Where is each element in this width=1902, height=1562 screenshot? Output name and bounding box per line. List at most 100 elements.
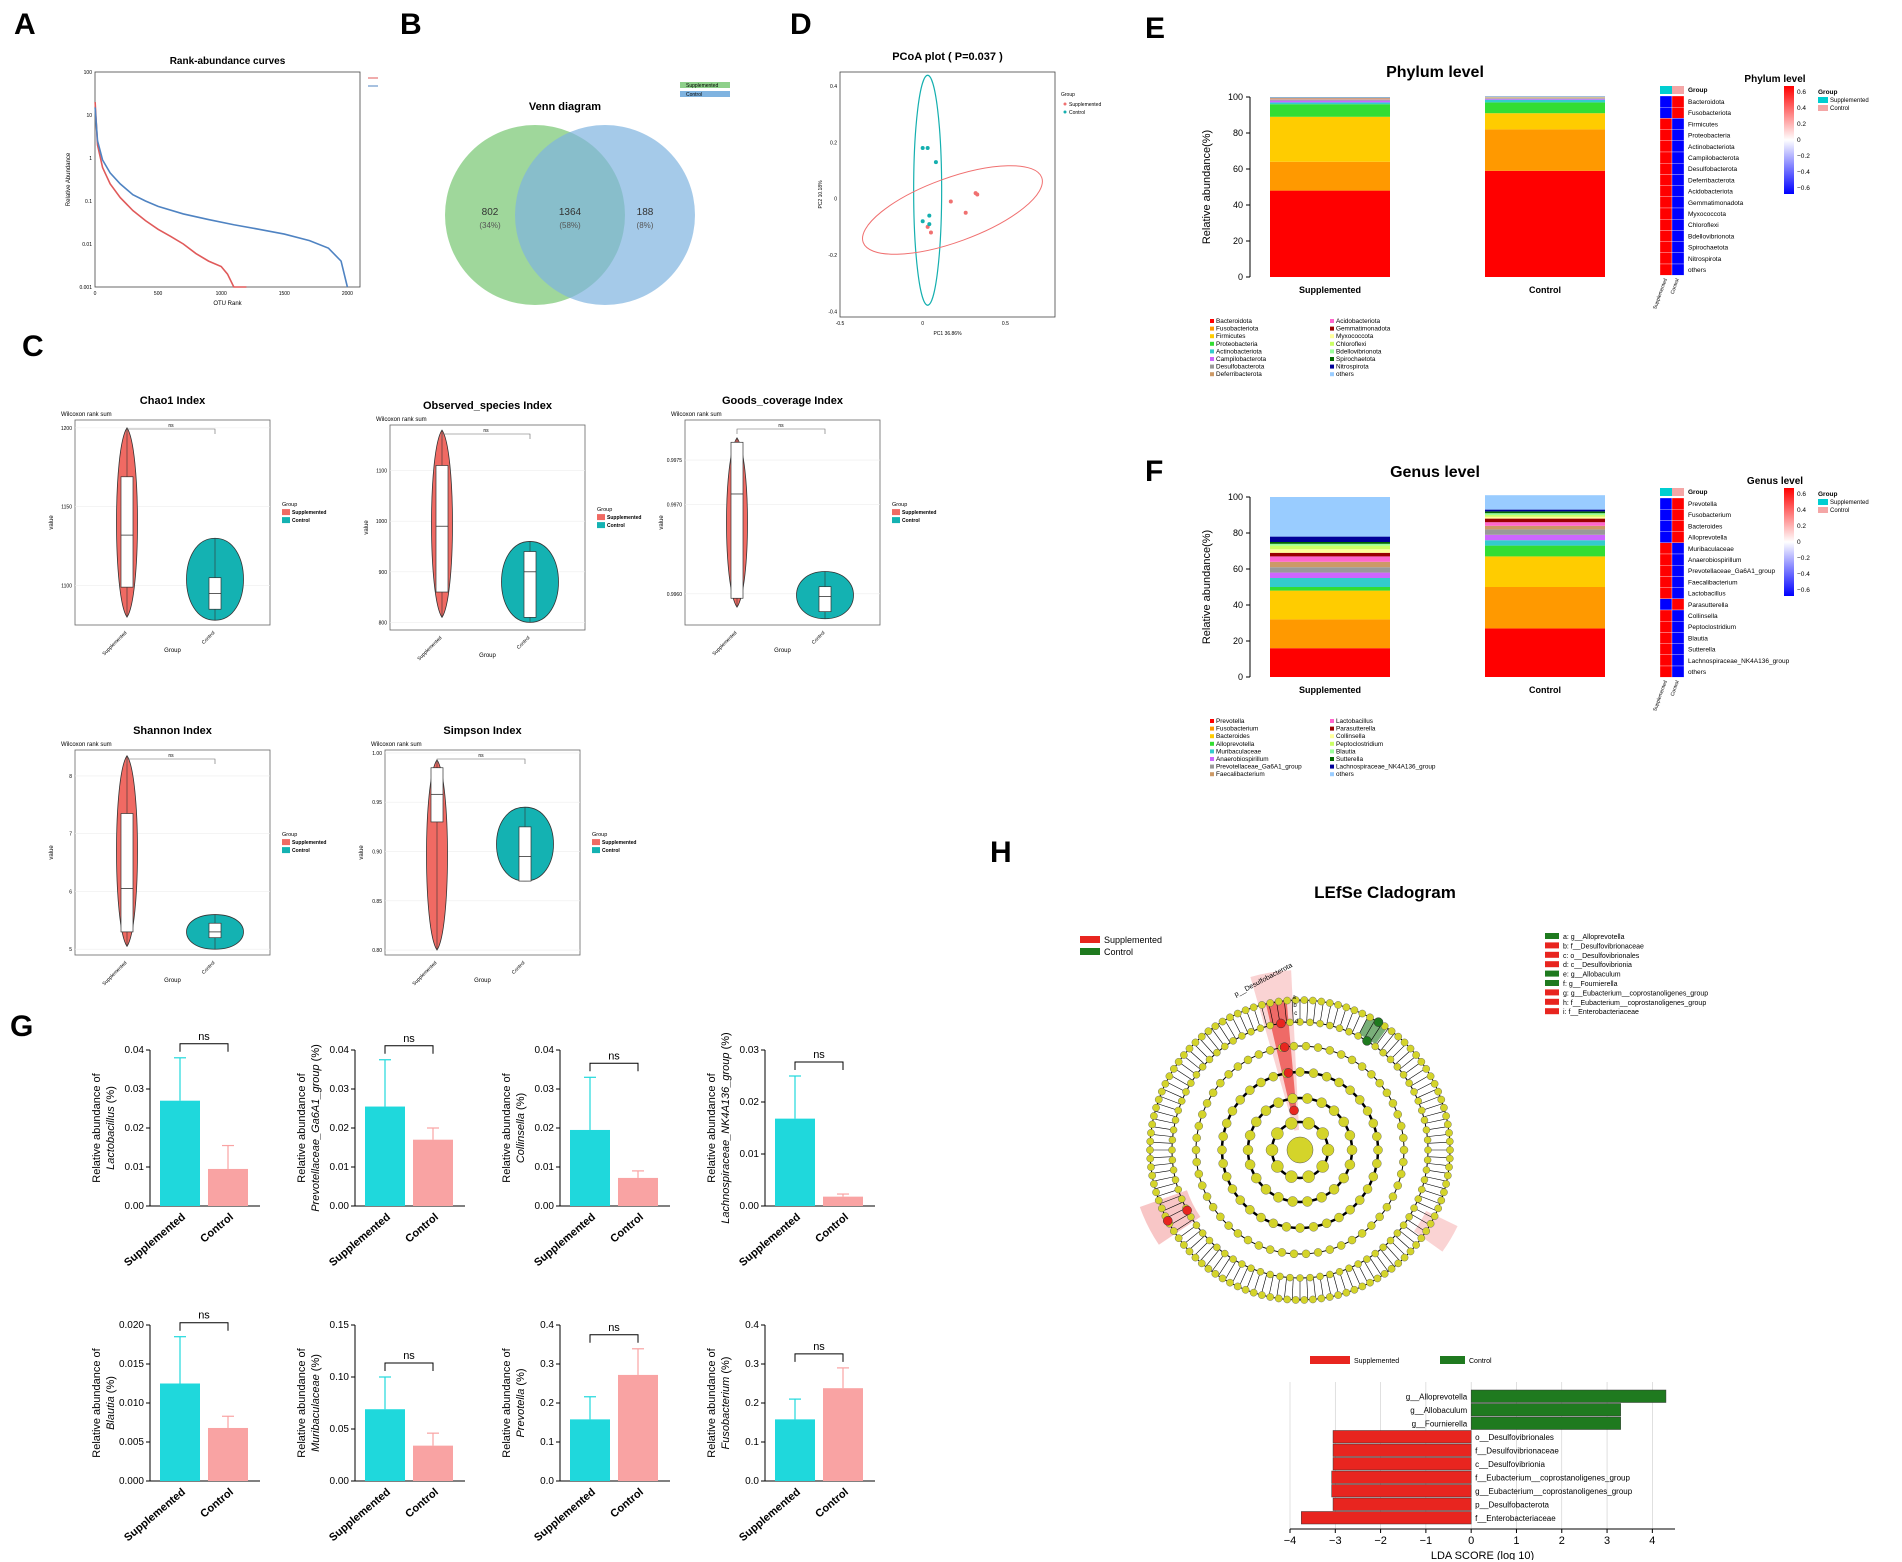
cladogram-node (1336, 1241, 1346, 1250)
cladogram-node (1423, 1136, 1432, 1144)
y-tick-label: 0.02 (535, 1123, 555, 1134)
cladogram-node (1345, 1085, 1355, 1095)
heatmap-cell (1659, 598, 1673, 611)
cladogram-node (1445, 1163, 1453, 1171)
colorbar (1784, 488, 1794, 596)
cladogram-branch (1306, 1000, 1309, 1023)
venn-circle-control (515, 125, 695, 305)
group-bar (1672, 488, 1684, 496)
legend-swatch (1210, 719, 1214, 723)
heatmap-column-label: Supplemented (1652, 680, 1669, 713)
cladogram-branch (1416, 1088, 1438, 1099)
cladogram-node (1198, 1110, 1207, 1119)
y-tick-label: 60 (1233, 564, 1243, 574)
y-tick-label: 0.010 (119, 1398, 144, 1409)
cladogram-node (1399, 1071, 1408, 1079)
cladogram-node (1347, 1235, 1357, 1245)
unit-label: (%) (105, 1376, 117, 1396)
cladogram-node (1334, 1291, 1342, 1299)
heatmap-row-label: Blautia (1688, 635, 1708, 642)
cladogram-node (1271, 1160, 1284, 1173)
cladogram-node (1256, 1212, 1266, 1223)
y-tick-label: 1200 (61, 426, 72, 432)
colorbar-label: 0 (1797, 539, 1801, 546)
cladogram-branch (1419, 1195, 1441, 1205)
heatmap-cell (1671, 497, 1685, 510)
cladogram-branch (1423, 1110, 1445, 1118)
stacked-bar-segment (1270, 561, 1390, 568)
heatmap-cell (1671, 174, 1685, 186)
lda-bar (1332, 1497, 1472, 1511)
cladogram-node (1405, 1079, 1413, 1087)
cladogram-node (1302, 1196, 1313, 1207)
legend-swatch (1330, 372, 1334, 377)
x-tick-label: Supplemented (327, 1211, 393, 1269)
legend-label: Supplemented (1354, 1358, 1399, 1365)
stacked-bar-segment (1485, 556, 1605, 587)
cladogram-node (1274, 997, 1283, 1006)
cladogram-branch (1169, 1213, 1190, 1226)
taxon-name: Prevotella (515, 1389, 527, 1438)
legend-swatch (892, 517, 900, 524)
cladogram-node (1243, 1235, 1253, 1245)
heatmap-cell (1671, 252, 1685, 265)
legend-label: Bdellovibrionota (1336, 348, 1382, 355)
y-tick-label: 0.2 (745, 1398, 759, 1409)
bar-supplemented (160, 1100, 200, 1206)
cladogram-node (1185, 1247, 1194, 1256)
heatmap-cell (1671, 609, 1685, 622)
unit-label: (%) (515, 1093, 527, 1113)
scatter-point-supplemented (963, 210, 968, 215)
cladogram-node (1221, 1249, 1229, 1258)
y-tick-label: 100 (1228, 492, 1243, 502)
heatmap-cell (1671, 587, 1685, 599)
cladogram-node (1289, 1041, 1299, 1051)
significance-bracket (794, 1353, 844, 1362)
stacked-bar-segment (1485, 529, 1605, 535)
cladogram-branch (1224, 1260, 1237, 1281)
lda-bar-label: g__Allobaculum (1410, 1406, 1467, 1415)
legend-label: Supplemented (292, 510, 326, 516)
heatmap-row-label: Prevotella (1688, 501, 1717, 508)
cladogram-branch (1385, 1244, 1401, 1262)
key-swatch (1545, 980, 1559, 986)
cladogram-node (1386, 1236, 1395, 1245)
y-tick-label: 0.15 (330, 1320, 350, 1331)
cladogram-node (1211, 1022, 1220, 1030)
y-tick-label: 900 (379, 570, 388, 576)
y-axis-label: value (659, 515, 665, 530)
cladogram-node (1417, 1234, 1426, 1242)
legend-label: Supplemented (1830, 500, 1869, 506)
unit-label: (%) (720, 1357, 732, 1377)
cladogram-node (1334, 1001, 1342, 1009)
cladogram-node (1446, 1146, 1454, 1154)
cladogram-node (1393, 1229, 1402, 1237)
scatter-point-control (927, 222, 932, 227)
legend-title: Group (592, 832, 607, 838)
y-tick-label: 0.2 (540, 1398, 554, 1409)
cladogram-node (1379, 1243, 1387, 1252)
venn-region-percent: (34%) (479, 221, 501, 230)
cladogram-branch (1351, 1266, 1362, 1288)
x-tick-label: 2 (1559, 1535, 1565, 1547)
x-tick-label: Control (1529, 685, 1561, 695)
cladogram-node (1422, 1166, 1431, 1174)
y-tick-label: 0.020 (119, 1320, 144, 1331)
y-axis-label: PC2 10.18% (818, 180, 824, 209)
cladogram-node (1211, 1270, 1220, 1278)
y-tick-label: 0.1 (745, 1437, 759, 1448)
scatter-point-control (933, 160, 938, 165)
cladogram-branch (1224, 1019, 1237, 1040)
significance-bracket (126, 428, 216, 434)
cladogram-branch (1188, 1235, 1206, 1251)
legend-label: Supplemented (607, 515, 641, 521)
cladogram-node (1394, 1259, 1403, 1268)
significance-label: ns (778, 423, 784, 429)
heatmap-row-label: Collinsella (1688, 613, 1718, 620)
cladogram-node (1224, 1221, 1233, 1230)
y-tick-label: 0.02 (740, 1097, 760, 1108)
cladogram-node (1258, 1291, 1266, 1299)
